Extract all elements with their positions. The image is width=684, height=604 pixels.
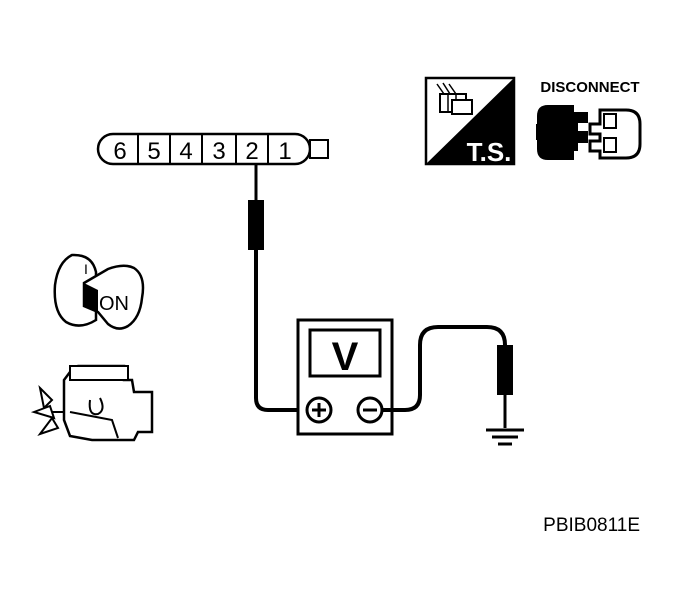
- ground-icon: [486, 428, 524, 446]
- disconnect-icon: DISCONNECT: [536, 79, 642, 160]
- connector-pin-1: 1: [278, 138, 291, 165]
- disconnect-label: DISCONNECT: [540, 79, 639, 96]
- voltmeter-label: V: [332, 335, 359, 379]
- probe-wire: [248, 164, 308, 412]
- ignition-key-icon: I ON: [53, 253, 145, 330]
- ignition-off-mark: I: [84, 261, 88, 277]
- connector-pin-4: 4: [179, 138, 192, 165]
- connector-icon: 6 5 4 3 2 1: [96, 132, 329, 166]
- connector-pin-2: 2: [245, 138, 258, 165]
- engine-icon: [30, 364, 154, 442]
- ignition-on-label: ON: [99, 293, 129, 315]
- voltmeter-icon: V: [296, 318, 394, 436]
- trouble-shooting-icon: T.S.: [424, 76, 516, 167]
- connector-pin-5: 5: [147, 138, 160, 165]
- ground-wire: [382, 325, 513, 428]
- figure-code: PBIB0811E: [543, 515, 640, 536]
- ts-label: T.S.: [467, 137, 512, 167]
- connector-pin-3: 3: [212, 138, 225, 165]
- connector-pin-6: 6: [113, 138, 126, 165]
